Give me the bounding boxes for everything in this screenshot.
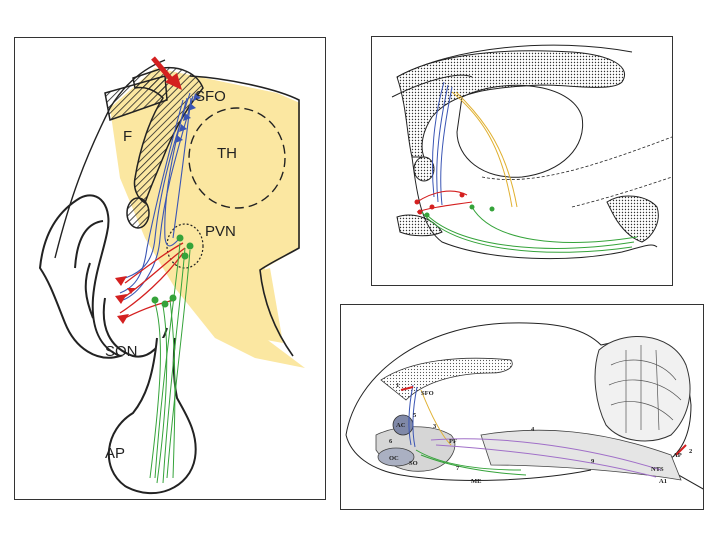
label-6: 6: [389, 438, 393, 445]
red-neuron-markers: [115, 276, 135, 324]
corpus-callosum: [380, 357, 513, 401]
brain-outline: [189, 75, 300, 357]
bottom-right-diagram-svg: 1 2 3 4 5 6 7 9 SFO AC OC SO PF ME AP NT…: [345, 322, 703, 490]
label-pf: PF: [449, 438, 457, 445]
blue-pathways: [408, 384, 418, 448]
purple-pathways: [430, 438, 662, 478]
label-pvn: PVN: [205, 223, 236, 240]
label-ac: AC: [396, 422, 406, 429]
top-outline: [391, 44, 633, 98]
gold-pathways: [420, 389, 452, 446]
label-5: 5: [413, 412, 417, 419]
corpus-callosum: [396, 50, 625, 158]
gold-pathways: [451, 91, 518, 208]
yellow-lower-lobe: [220, 268, 283, 343]
label-9: 9: [591, 458, 595, 465]
green-pathways: [149, 242, 191, 484]
top-right-diagram-svg: [391, 44, 672, 260]
green-pathways: [415, 449, 527, 476]
commissure-oval: [126, 197, 150, 229]
label-sfo: SFO: [195, 88, 226, 105]
brainstem-line: [481, 136, 672, 208]
label-1: 1: [396, 382, 399, 389]
green-neuron-markers: [151, 234, 194, 308]
blue-pathways: [119, 92, 194, 301]
label-me: ME: [471, 478, 481, 485]
label-a1: A1: [659, 478, 667, 485]
label-7: 7: [456, 465, 460, 472]
red-input-arrowhead: [165, 73, 182, 90]
label-so: SO: [409, 460, 418, 467]
bottom-right-diagram-panel: 1 2 3 4 5 6 7 9 SFO AC OC SO PF ME AP NT…: [340, 304, 704, 510]
label-sfo: SFO: [421, 390, 434, 397]
blue-neuron-markers: [175, 93, 201, 143]
brain-fold-inner: [74, 220, 104, 319]
label-ap-small: AP: [673, 452, 682, 459]
anterior-commissure: [413, 156, 435, 182]
thalamus-dashed-circle: [188, 107, 286, 209]
label-ap: AP: [105, 445, 125, 462]
brain-fold-left: [38, 194, 124, 359]
label-f: F: [123, 128, 132, 145]
blue-pathways: [431, 81, 453, 206]
left-diagram-svg: SFO F TH PVN SON AP: [38, 56, 305, 495]
label-th: TH: [217, 145, 237, 162]
top-right-diagram-panel: [371, 36, 673, 286]
label-nts: NTS: [651, 466, 664, 473]
red-neuron-markers: [414, 192, 465, 215]
label-oc: OC: [389, 455, 399, 462]
left-diagram-panel: SFO F TH PVN SON AP: [14, 37, 326, 500]
oc-region: [377, 447, 415, 467]
ventricle-outline: [456, 84, 584, 178]
label-son: SON: [105, 343, 138, 360]
green-neuron-markers: [424, 204, 495, 218]
label-2: 2: [689, 448, 692, 455]
ap-bulb: [107, 337, 197, 495]
red-arrows: [400, 386, 687, 456]
optic-chiasm: [396, 214, 443, 237]
top-hatched-bar: [104, 75, 168, 121]
label-3: 3: [433, 423, 437, 430]
green-pathways: [421, 206, 638, 253]
label-4: 4: [531, 426, 535, 433]
brain-sagittal-outline: [345, 322, 703, 490]
cerebellum: [594, 336, 691, 442]
pituitary-hatched: [606, 195, 659, 243]
brain-outline-left: [54, 59, 166, 259]
pvn-dotted-circle: [166, 223, 204, 269]
cerebellum-folia: [608, 345, 682, 433]
